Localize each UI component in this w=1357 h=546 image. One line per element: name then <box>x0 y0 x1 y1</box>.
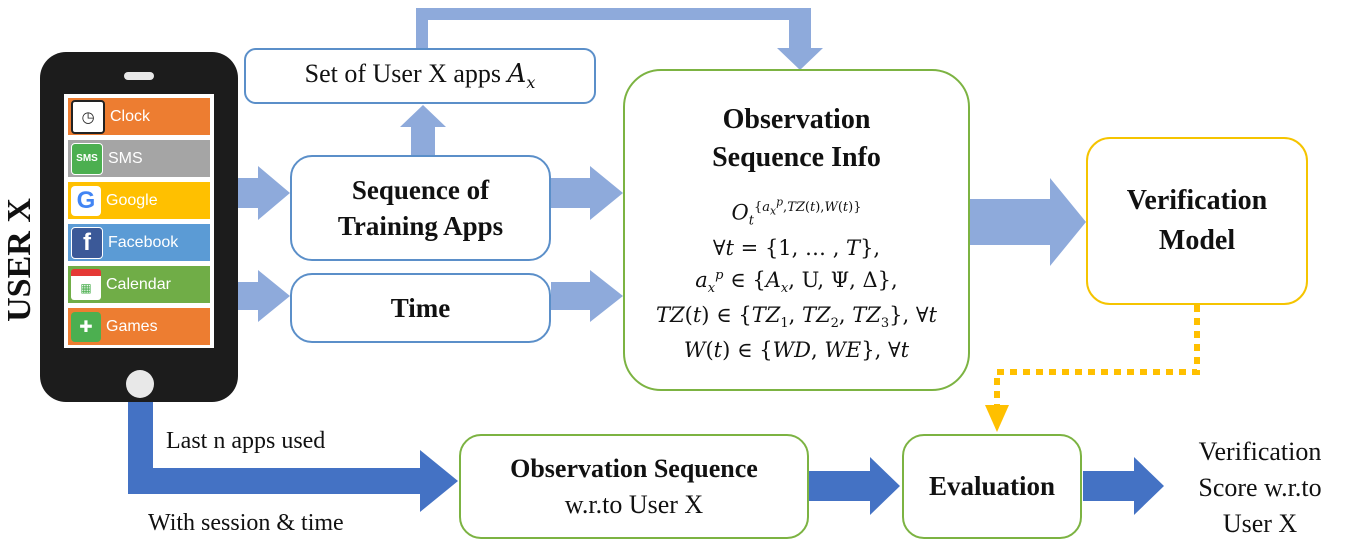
app-sms[interactable]: SMS SMS <box>68 140 210 177</box>
evaluation-box: Evaluation <box>902 434 1082 539</box>
training-line2: Training Apps <box>337 211 504 241</box>
observation-sequence-line2: w.r.to User X <box>564 489 704 519</box>
output-line3: User X <box>1222 509 1298 538</box>
arrow-evaluation-to-output <box>1083 457 1164 515</box>
app-label: Calendar <box>106 275 171 293</box>
training-apps-box: Sequence of Training Apps <box>290 155 551 261</box>
last-n-apps-label: Last n apps used <box>166 428 326 454</box>
arrow-time-to-observation <box>551 270 623 322</box>
app-label: Clock <box>110 107 151 125</box>
app-label: Games <box>106 317 158 335</box>
phone: ◷ Clock SMS SMS G Google f Facebook ▦ Ca… <box>40 52 238 402</box>
dotted-arrowhead <box>985 405 1009 432</box>
training-line1: Sequence of <box>351 175 490 205</box>
app-calendar[interactable]: ▦ Calendar <box>68 266 210 303</box>
app-label: SMS <box>108 149 143 167</box>
games-icon: ✚ <box>71 311 101 342</box>
calendar-icon: ▦ <box>71 269 101 300</box>
observation-info-box: Observation Sequence Info Ot{axp,TZ(t),W… <box>623 69 970 391</box>
phone-screen: ◷ Clock SMS SMS G Google f Facebook ▦ Ca… <box>64 94 214 348</box>
phone-speaker <box>124 72 154 80</box>
phone-home-button <box>126 370 154 398</box>
arrow-phone-to-training <box>228 166 290 220</box>
observation-info-line1: Observation <box>722 104 871 135</box>
observation-info-line2: Sequence Info <box>712 142 881 173</box>
verification-model-line1: Verification <box>1126 185 1268 216</box>
app-games[interactable]: ✚ Games <box>68 308 210 345</box>
google-icon: G <box>71 185 101 216</box>
app-set-symbol: Ax <box>507 59 536 93</box>
time-box: Time <box>290 273 551 343</box>
arrow-top-connector <box>416 8 823 70</box>
output-score: Verification Score w.r.to User X <box>1165 434 1355 542</box>
app-google[interactable]: G Google <box>68 182 210 219</box>
observation-sequence-line1: Observation Sequence <box>510 453 758 483</box>
observation-sequence-box: Observation Sequence w.r.to User X <box>459 434 809 539</box>
arrow-phone-to-time <box>228 270 290 322</box>
dotted-model-to-evaluation <box>994 305 1200 407</box>
session-time-label: With session & time <box>148 510 344 536</box>
time-label: Time <box>390 292 451 323</box>
arrow-observation-to-model <box>970 178 1086 266</box>
arrow-training-to-appset <box>400 105 446 155</box>
evaluation-label: Evaluation <box>928 471 1056 501</box>
app-label: Google <box>106 191 158 209</box>
app-facebook[interactable]: f Facebook <box>68 224 210 261</box>
facebook-icon: f <box>71 226 103 259</box>
user-label: USER X <box>1 198 38 322</box>
output-line1: Verification <box>1198 437 1322 466</box>
app-set-label: Set of User X apps <box>304 59 502 89</box>
app-set-box: Set of User X apps Ax <box>244 48 596 104</box>
observation-formula: Ot{axp,TZ(t),W(t)} ∀t = {1, … , T}, axp … <box>656 196 937 362</box>
verification-model-line2: Model <box>1158 225 1236 256</box>
app-clock[interactable]: ◷ Clock <box>68 98 210 135</box>
arrow-obsseq-to-evaluation <box>809 457 900 515</box>
output-line2: Score w.r.to <box>1198 473 1322 502</box>
app-label: Facebook <box>108 233 179 251</box>
arrow-phone-to-obsseq <box>128 395 458 512</box>
clock-icon: ◷ <box>71 99 105 134</box>
arrow-training-to-observation <box>551 166 623 220</box>
verification-model-box: Verification Model <box>1086 137 1308 305</box>
sms-icon: SMS <box>71 142 103 175</box>
